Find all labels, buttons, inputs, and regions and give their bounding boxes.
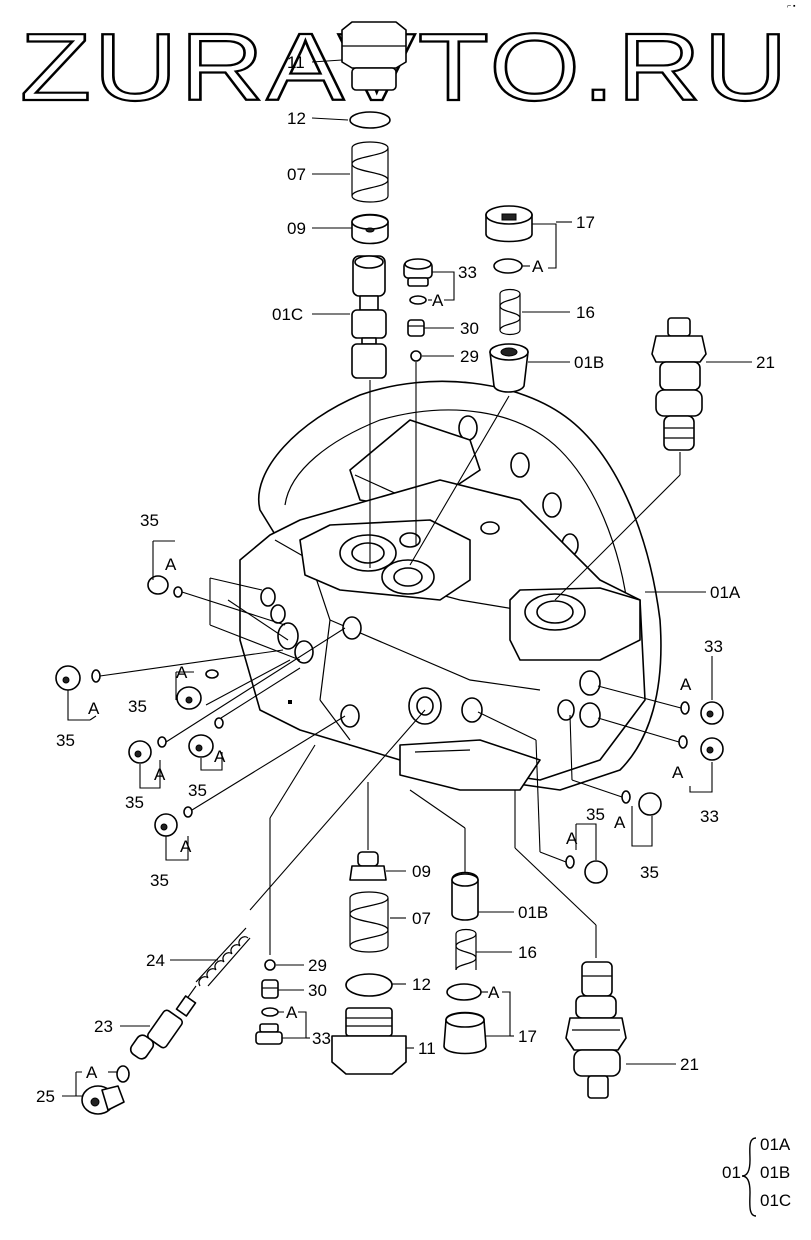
assembly-legend: 01 01A 01B 01C — [722, 1135, 791, 1217]
label-33-r1: 33 — [704, 637, 723, 656]
part-29-top-ball — [410, 350, 422, 362]
label-A-17-bot: A — [488, 983, 500, 1002]
label-11-bot: 11 — [418, 1039, 436, 1058]
label-A-33-bot: A — [286, 1003, 298, 1022]
label-12-top: 12 — [287, 109, 306, 128]
label-A-r2: A — [672, 763, 684, 782]
label-16-top: 16 — [576, 303, 595, 322]
part-21-top-relief — [651, 317, 707, 451]
watermark: ZURAVTO.RU — [20, 14, 790, 121]
label-A-25: A — [86, 1063, 98, 1082]
part-11-top-plug — [341, 21, 407, 91]
label-35-r2: 35 — [640, 863, 659, 882]
part-30-top-screw — [407, 319, 425, 337]
label-29-bot: 29 — [308, 956, 327, 975]
part-35-plug-b — [55, 665, 101, 691]
legend-child-01B: 01B — [760, 1163, 790, 1182]
label-A-35-a: A — [165, 555, 177, 574]
label-07-top: 07 — [287, 165, 306, 184]
label-09-top: 09 — [287, 219, 306, 238]
corner-mark: ⌐ ▪ — [787, 3, 796, 10]
part-09-bot-seat — [349, 851, 387, 881]
label-A-35-d: A — [154, 765, 166, 784]
label-35-r1: 35 — [586, 805, 605, 824]
label-23: 23 — [94, 1017, 113, 1036]
part-17-top-plug — [485, 205, 533, 274]
part-23-poppet — [129, 995, 197, 1060]
part-35-plug-e — [188, 717, 224, 758]
label-11-top: 11 — [287, 53, 305, 72]
label-A-35-f: A — [180, 837, 192, 856]
label-21-top: 21 — [756, 353, 775, 372]
part-01C-spool — [351, 255, 387, 379]
label-35-f: 35 — [150, 871, 169, 890]
part-17-bot-plug — [443, 983, 487, 1055]
part-33-top-plug — [403, 258, 433, 305]
legend-child-01C: 01C — [760, 1191, 791, 1210]
part-30-bot-screw — [261, 979, 279, 999]
label-A-33-top: A — [432, 291, 444, 310]
label-12-bot: 12 — [412, 975, 431, 994]
part-07-bot-spring — [349, 891, 389, 953]
part-35-plug-r1 — [621, 790, 662, 816]
part-01B-bot-poppet — [451, 871, 479, 921]
label-17-top: 17 — [576, 213, 595, 232]
label-A-35-e: A — [214, 747, 226, 766]
part-11-bot-plug — [331, 1007, 407, 1075]
label-24: 24 — [146, 951, 165, 970]
label-07-bot: 07 — [412, 909, 431, 928]
label-35-b: 35 — [56, 731, 75, 750]
label-33-bot: 33 — [312, 1029, 331, 1048]
part-12-top-oring — [349, 111, 391, 129]
label-A-r1: A — [680, 675, 692, 694]
label-A-17-top: A — [532, 257, 544, 276]
label-29-top: 29 — [460, 347, 479, 366]
label-01C: 01C — [272, 305, 303, 324]
part-12-bot-oring — [345, 973, 393, 997]
part-35-plug-c — [176, 669, 219, 710]
part-16-top-spring — [499, 288, 521, 336]
label-35-d: 35 — [125, 793, 144, 812]
part-25-plug — [81, 1065, 130, 1115]
label-35-a: 35 — [140, 511, 159, 530]
label-01B-bot: 01B — [518, 903, 548, 922]
part-21-bot-relief — [565, 961, 627, 1099]
part-24-spring — [195, 927, 251, 987]
label-01A: 01A — [710, 583, 741, 602]
label-21-bot: 21 — [680, 1055, 699, 1074]
part-33-bot-plug — [255, 1007, 283, 1045]
label-01B-top: 01B — [574, 353, 604, 372]
label-16-bot: 16 — [518, 943, 537, 962]
label-35-e: 35 — [188, 781, 207, 800]
label-A-35-b: A — [88, 699, 100, 718]
part-35-plug-r2 — [565, 855, 608, 884]
legend-child-01A: 01A — [760, 1135, 791, 1154]
legend-parent: 01 — [722, 1163, 741, 1182]
part-35-plug-d — [128, 736, 167, 764]
label-35-c: 35 — [128, 697, 147, 716]
label-30-bot: 30 — [308, 981, 327, 1000]
part-07-top-spring — [351, 141, 389, 203]
valve-body-01A — [239, 380, 662, 791]
label-17-bot: 17 — [518, 1027, 537, 1046]
part-01B-top-poppet — [489, 343, 529, 393]
label-25: 25 — [36, 1087, 55, 1106]
part-33-plug-r2 — [678, 735, 724, 761]
label-09-bot: 09 — [412, 862, 431, 881]
label-A-r4: A — [614, 813, 626, 832]
part-33-plug-r1 — [680, 701, 724, 725]
label-A-35-c: A — [176, 663, 188, 682]
part-29-bot-ball — [264, 959, 276, 971]
part-16-bot-spring — [455, 928, 477, 971]
label-33-top: 33 — [458, 263, 477, 282]
part-35-plug-f — [154, 806, 193, 837]
label-A-r3: A — [566, 829, 578, 848]
part-09-top-seat — [351, 213, 389, 245]
label-33-r2: 33 — [700, 807, 719, 826]
label-30-top: 30 — [460, 319, 479, 338]
